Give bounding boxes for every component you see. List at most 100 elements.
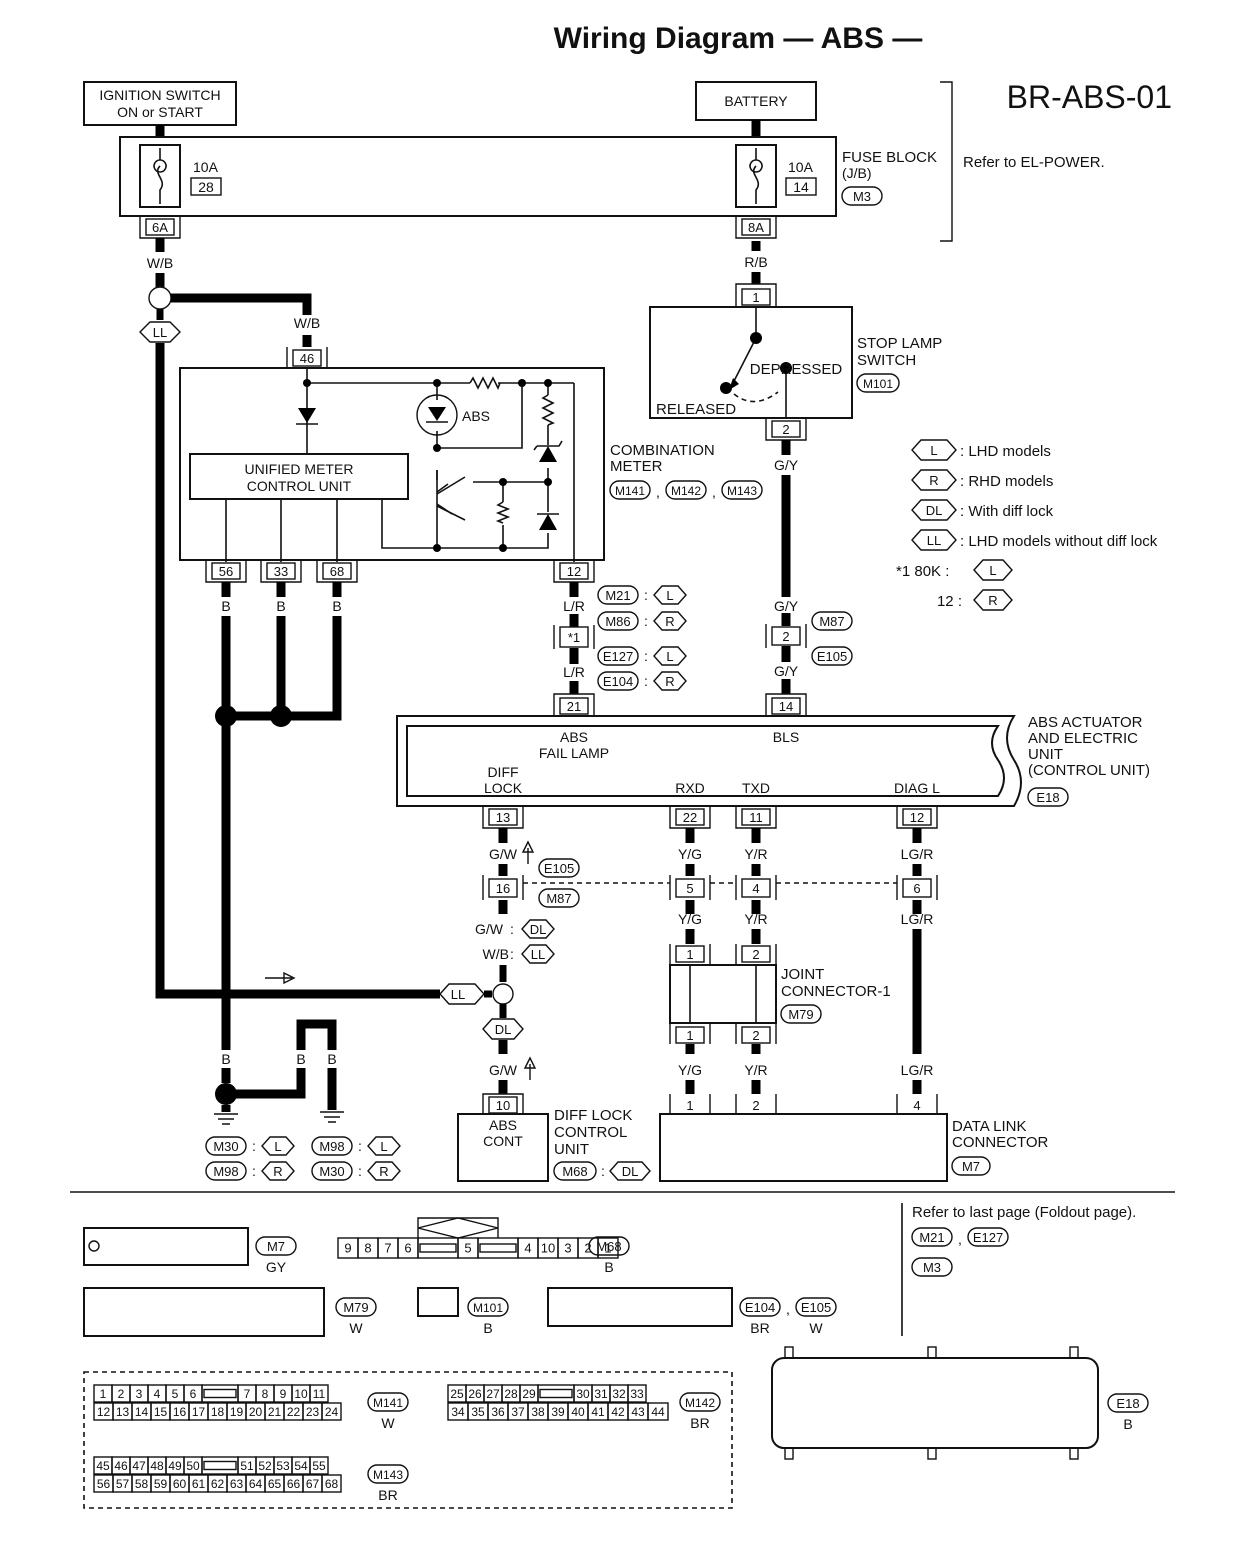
svg-text::: :: [644, 673, 648, 689]
svg-text:W/B: W/B: [294, 315, 320, 331]
svg-text:22: 22: [683, 810, 697, 825]
svg-text:IGNITION SWITCH: IGNITION SWITCH: [99, 87, 220, 103]
svg-text:R: R: [379, 1164, 388, 1179]
svg-text:46: 46: [300, 351, 314, 366]
m143-pin: 62: [211, 1477, 225, 1491]
svg-text:E127: E127: [603, 649, 633, 664]
svg-text:11: 11: [749, 810, 763, 825]
ground-connectors: M30 : L M98 : L M98 : R M30 : R: [205, 1136, 401, 1181]
m143-pin: 61: [192, 1477, 206, 1491]
svg-text:BLS: BLS: [773, 729, 799, 745]
m143-pin: 65: [268, 1477, 282, 1491]
svg-text:M98: M98: [319, 1139, 344, 1154]
ignition-switch: IGNITION SWITCH ON or START: [83, 81, 237, 126]
m142-pin: 30: [576, 1387, 590, 1401]
connector-m101: M101 B: [417, 1287, 509, 1336]
m141-pin: 11: [313, 1387, 326, 1401]
m143-pin: 51: [240, 1459, 254, 1473]
connector-m7: M7 GY: [83, 1227, 297, 1275]
ll-symbol-mid: LL: [439, 983, 485, 1005]
svg-text:*1 80K :: *1 80K :: [896, 563, 949, 580]
m142-pin: 29: [522, 1387, 536, 1401]
meter-connectors-group: [83, 1371, 733, 1509]
svg-text::: :: [358, 1138, 362, 1154]
terminal-6a: 6A: [139, 216, 181, 239]
m141-pin: 13: [116, 1405, 130, 1419]
m141-pin: 12: [97, 1405, 111, 1419]
m141-pin: 15: [154, 1405, 168, 1419]
svg-text:DL: DL: [926, 503, 943, 518]
svg-text:E104: E104: [603, 674, 633, 689]
svg-text:1: 1: [752, 290, 759, 305]
m68-pin: 6: [404, 1241, 411, 1256]
svg-text:L: L: [380, 1139, 387, 1154]
svg-text:R: R: [665, 674, 674, 689]
svg-text:Y/G: Y/G: [678, 1062, 702, 1078]
ground-symbol: [214, 1111, 344, 1125]
svg-text:L: L: [666, 649, 673, 664]
m68-pin: 7: [384, 1241, 391, 1256]
svg-text:G/W: G/W: [489, 1062, 518, 1078]
m141-pin: 4: [154, 1387, 161, 1401]
svg-text:W: W: [349, 1320, 363, 1336]
svg-text:JOINT: JOINT: [781, 966, 824, 983]
svg-text:L: L: [666, 588, 673, 603]
svg-text:ABS: ABS: [462, 408, 490, 424]
svg-text:BATTERY: BATTERY: [724, 93, 788, 109]
svg-text:CONNECTOR: CONNECTOR: [952, 1134, 1049, 1151]
svg-text:6: 6: [913, 881, 920, 896]
svg-text:G/W: G/W: [489, 846, 518, 862]
svg-text:1: 1: [686, 947, 693, 962]
svg-text:W: W: [809, 1320, 823, 1336]
svg-text::: :: [510, 921, 514, 937]
connector-e18: E18 B: [771, 1346, 1149, 1460]
m142-pin: 27: [486, 1387, 500, 1401]
svg-text:BR: BR: [750, 1320, 769, 1336]
svg-text:LL: LL: [451, 987, 465, 1002]
sheet-id: BR-ABS-01: [1007, 79, 1172, 115]
svg-text:DEPRESSED: DEPRESSED: [750, 361, 843, 378]
svg-text:M143: M143: [373, 1468, 403, 1482]
m143-pin: 48: [150, 1459, 164, 1473]
m143-cell: [309, 1456, 329, 1475]
svg-text:BR: BR: [378, 1487, 397, 1503]
m68-cell: [597, 1237, 619, 1259]
svg-text:Y/G: Y/G: [678, 846, 702, 862]
svg-text:LL: LL: [531, 947, 545, 962]
svg-text:13: 13: [496, 810, 510, 825]
svg-text:B: B: [327, 1051, 336, 1067]
connector-m141: M141 W: [367, 1392, 409, 1431]
svg-text:2: 2: [782, 422, 789, 437]
svg-text:CONT: CONT: [483, 1133, 523, 1149]
svg-text:1: 1: [686, 1098, 693, 1113]
m142-cell: [627, 1384, 647, 1403]
svg-text:G/W: G/W: [475, 921, 504, 937]
svg-text:AND ELECTRIC: AND ELECTRIC: [1028, 730, 1138, 747]
svg-text:14: 14: [779, 699, 793, 714]
svg-text:M86: M86: [605, 614, 630, 629]
m143-pin: 59: [154, 1477, 168, 1491]
joint-connector-1: 1 2 1 2 JOINT CONNECTOR-1 M79: [669, 944, 891, 1044]
svg-text:SWITCH: SWITCH: [857, 352, 916, 369]
svg-text:E105: E105: [817, 649, 847, 664]
svg-text:M143: M143: [727, 484, 757, 498]
connector-m68: M68 B: [417, 1217, 630, 1275]
m143-cell: [321, 1474, 342, 1493]
svg-text:E18: E18: [1036, 790, 1059, 805]
m141-pin: 24: [325, 1405, 339, 1419]
svg-text::: :: [644, 587, 648, 603]
legend: L : LHD models R : RHD models DL : With …: [896, 439, 1158, 611]
svg-text:E105: E105: [801, 1300, 831, 1315]
svg-text:GY: GY: [266, 1259, 287, 1275]
m141-pin: 1: [100, 1387, 107, 1401]
svg-text:LG/R: LG/R: [901, 1062, 934, 1078]
svg-text:M21: M21: [605, 588, 630, 603]
data-link-connector: 1 2 4 DATA LINK CONNECTOR M7: [659, 1094, 1049, 1182]
m142-pin: 26: [468, 1387, 482, 1401]
svg-text:2: 2: [752, 947, 759, 962]
m142-cell: [647, 1402, 669, 1421]
svg-text:ABS ACTUATOR: ABS ACTUATOR: [1028, 714, 1143, 731]
svg-text:STOP LAMP: STOP LAMP: [857, 335, 942, 352]
svg-text:M7: M7: [962, 1159, 980, 1174]
svg-text:CONNECTOR-1: CONNECTOR-1: [781, 983, 891, 1000]
